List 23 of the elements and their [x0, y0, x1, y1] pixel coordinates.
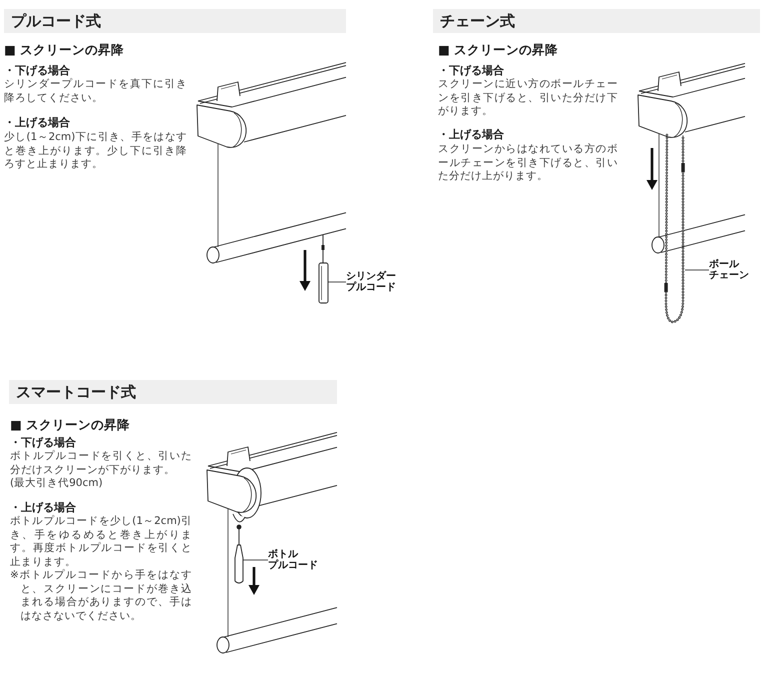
case-heading: ・下げる場合 [4, 64, 71, 78]
section-header: チェーン式 [433, 9, 760, 33]
section-subheading: ■ スクリーンの昇降 [438, 42, 560, 57]
section-subheading: ■ スクリーンの昇降 [4, 42, 126, 57]
case-heading: ・上げる場合 [10, 501, 77, 515]
section-subheading: ■ スクリーンの昇降 [10, 417, 132, 432]
callout-label: シリンダープルコード [346, 271, 397, 293]
instruction-text: スクリーンからはなれている方のボールチェーンを引き下げると、引いた分だけ上がります。 [438, 143, 618, 184]
callout-label: ボトルプルコード [268, 549, 319, 571]
case-heading: ・下げる場合 [438, 64, 505, 78]
instruction-text: ボトルプルコードを少し(1～2cm)引き、手をゆるめると巻き上がります。再度ボトルプルコードを引くと止まります。 [10, 515, 192, 569]
section-header: プルコード式 [4, 9, 346, 33]
section-header: スマートコード式 [9, 380, 337, 404]
instruction-text: ボトルプルコードを引くと、引いた分だけスクリーンが下がります。 [10, 450, 192, 477]
case-heading: ・上げる場合 [4, 116, 71, 130]
case-heading: ・下げる場合 [10, 436, 77, 450]
instruction-text: 少し(1～2cm)下に引き、手をはなすと巻き上がります。少し下に引き降ろすと止まります。 [4, 131, 187, 172]
instruction-text: シリンダープルコードを真下に引き降ろしてください。 [4, 78, 187, 105]
note-text: ※ボトルプルコードから手をはなすと、スクリーンにコードが巻き込まれる場合がありますので、手ははなさないでください。 [10, 569, 192, 623]
case-heading: ・上げる場合 [438, 128, 505, 142]
instruction-text: (最大引き代90cm) [10, 477, 104, 490]
instruction-text: スクリーンに近い方のボールチェーンを引き下げると、引いた分だけ下がります。 [438, 78, 618, 118]
callout-label: ボールチェーン [709, 259, 750, 281]
